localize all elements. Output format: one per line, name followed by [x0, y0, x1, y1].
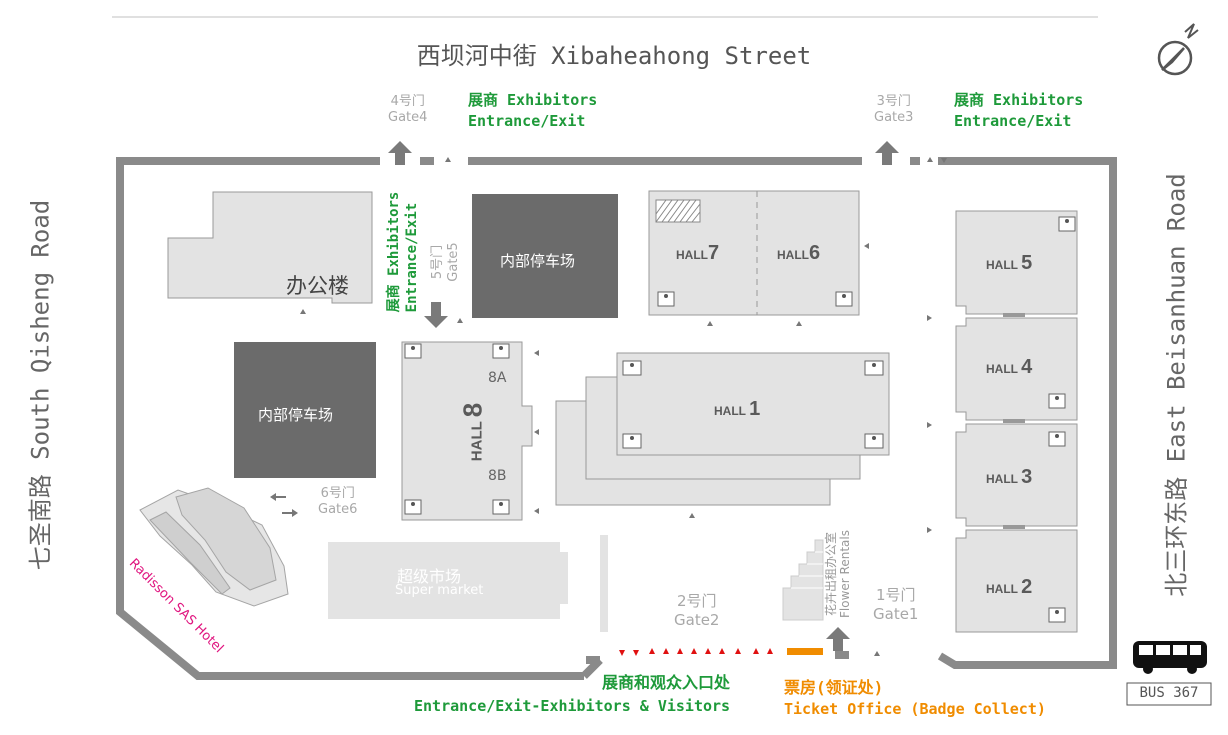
- gate-1-cn: 1号门: [875, 586, 916, 604]
- hall-8b-label: 8B: [488, 468, 507, 484]
- gate-3-label: 3号门 Gate3: [874, 94, 913, 126]
- hall-5-building: [955, 210, 1078, 315]
- hall-7-number: 7: [708, 242, 720, 264]
- hall-prefix: HALL: [986, 582, 1018, 596]
- exhibitor-line2: Entrance/Exit: [468, 112, 586, 130]
- parking-left-label: 内部停车场: [258, 406, 334, 424]
- hotel-building: [139, 487, 289, 607]
- hall-prefix: HALL: [676, 248, 708, 262]
- exhibitor-line1: 展商 Exhibitors: [468, 91, 598, 109]
- bus-route-label: BUS 367: [1139, 685, 1199, 701]
- ticket-office-en: Ticket Office (Badge Collect): [784, 700, 1046, 718]
- gate-2-label: 2号门 Gate2: [674, 592, 719, 630]
- hall-4-label: HALL 4: [986, 356, 1032, 379]
- gate-5-en: Gate5: [446, 242, 461, 282]
- gate-3-cn: 3号门: [876, 94, 911, 109]
- main-entrance-en: Entrance/Exit-Exhibitors & Visitors: [414, 697, 731, 715]
- restroom-icon: [404, 216, 1076, 623]
- small-arrows: [270, 157, 947, 656]
- street-top-label: 西坝河中街 Xibaheahong Street: [416, 42, 812, 70]
- hall-4-number: 4: [1021, 356, 1033, 378]
- gate-5-label: 5号门 Gate5: [430, 242, 462, 281]
- hall-prefix: HALL: [777, 248, 809, 262]
- hall-3-label: HALL 3: [986, 466, 1032, 489]
- supermarket-en-label: Super market: [395, 583, 484, 598]
- hall-5-label: HALL 5: [986, 252, 1032, 275]
- hall-1-building: [616, 352, 890, 456]
- gate-6-cn: 6号门: [320, 486, 355, 501]
- hall-4-building: [955, 317, 1078, 421]
- gate-1-label: 1号门 Gate1: [873, 586, 918, 624]
- hall-prefix: HALL: [986, 362, 1018, 376]
- gate-2-en: Gate2: [674, 611, 720, 629]
- ticket-office-cn: 票房(领证处): [784, 678, 884, 697]
- hall-1-number: 1: [749, 398, 761, 420]
- hall-prefix: HALL: [714, 404, 746, 418]
- exhibitor-line2: Entrance/Exit: [954, 112, 1072, 130]
- gate-6-label: 6号门 Gate6: [318, 486, 357, 518]
- flower-rentals-label: 花卉出租办公室 Flower Rentals: [824, 530, 852, 618]
- ticket-office-marker: [787, 648, 823, 655]
- office-building: [167, 191, 373, 304]
- hall-2-label: HALL 2: [986, 576, 1032, 599]
- hall-6-label: HALL6: [777, 242, 820, 265]
- parking-top: [472, 194, 618, 318]
- bus-icon: [1126, 641, 1212, 706]
- gate-4-en: Gate4: [388, 110, 428, 125]
- gate-5-cn: 5号门: [430, 244, 445, 280]
- entry-arrows: [619, 648, 773, 656]
- street-right-label: 北三环东路 East Beisanhuan Road: [1162, 173, 1191, 597]
- hall-7-label: HALL7: [676, 242, 719, 265]
- supermarket-cn-label: 超级市场: [397, 567, 462, 586]
- hall-2-building: [955, 529, 1078, 633]
- gate-arrows: [388, 141, 899, 651]
- gate-6-en: Gate6: [318, 502, 358, 517]
- exhibitor-entrance-north-east: 展商 Exhibitors Entrance/Exit: [954, 90, 1083, 132]
- gate-4-cn: 4号门: [390, 94, 425, 109]
- office-building-label: 办公楼: [286, 274, 349, 298]
- exhibitor-line2: Entrance/Exit: [404, 202, 420, 313]
- main-entrance-cn: 展商和观众入口处: [602, 673, 731, 692]
- flower-en: Flower Rentals: [838, 530, 852, 618]
- hall-prefix: HALL: [986, 472, 1018, 486]
- parking-top-label: 内部停车场: [500, 252, 576, 270]
- hall-prefix: HALL: [986, 258, 1018, 272]
- hall-1-label: HALL 1: [714, 398, 760, 421]
- hall-3-building: [955, 423, 1078, 527]
- compass-icon: [1157, 23, 1199, 76]
- hall-8-building: [401, 341, 533, 521]
- gate-4-label: 4号门 Gate4: [388, 94, 427, 126]
- parking-left: [234, 342, 376, 478]
- hall-6-number: 6: [809, 242, 821, 264]
- flower-cn: 花卉出租办公室: [824, 532, 838, 617]
- hall-8a-label: 8A: [488, 370, 507, 386]
- street-left-label: 七圣南路 South Qisheng Road: [26, 199, 55, 571]
- hall-2-number: 2: [1021, 576, 1033, 598]
- hall-8-number: 8: [457, 402, 488, 418]
- supermarket-building: [328, 542, 568, 619]
- gate-2-cn: 2号门: [676, 592, 717, 610]
- wall-gaps: [420, 157, 920, 659]
- exhibitor-line1: 展商 Exhibitors: [954, 91, 1084, 109]
- hall-3-number: 3: [1021, 466, 1033, 488]
- perimeter-wall: [116, 157, 1117, 680]
- gate-3-en: Gate3: [874, 110, 914, 125]
- exhibitor-entrance-gate5: 展商 Exhibitors Entrance/Exit: [385, 192, 421, 313]
- exhibitor-line1: 展商 Exhibitors: [386, 191, 402, 313]
- hall-5-number: 5: [1021, 252, 1033, 274]
- exhibitor-entrance-north-west: 展商 Exhibitors Entrance/Exit: [468, 90, 597, 132]
- hall-8-label: HALL 8: [458, 403, 489, 461]
- gate-1-en: Gate1: [873, 605, 919, 623]
- hall-prefix: HALL: [468, 421, 486, 462]
